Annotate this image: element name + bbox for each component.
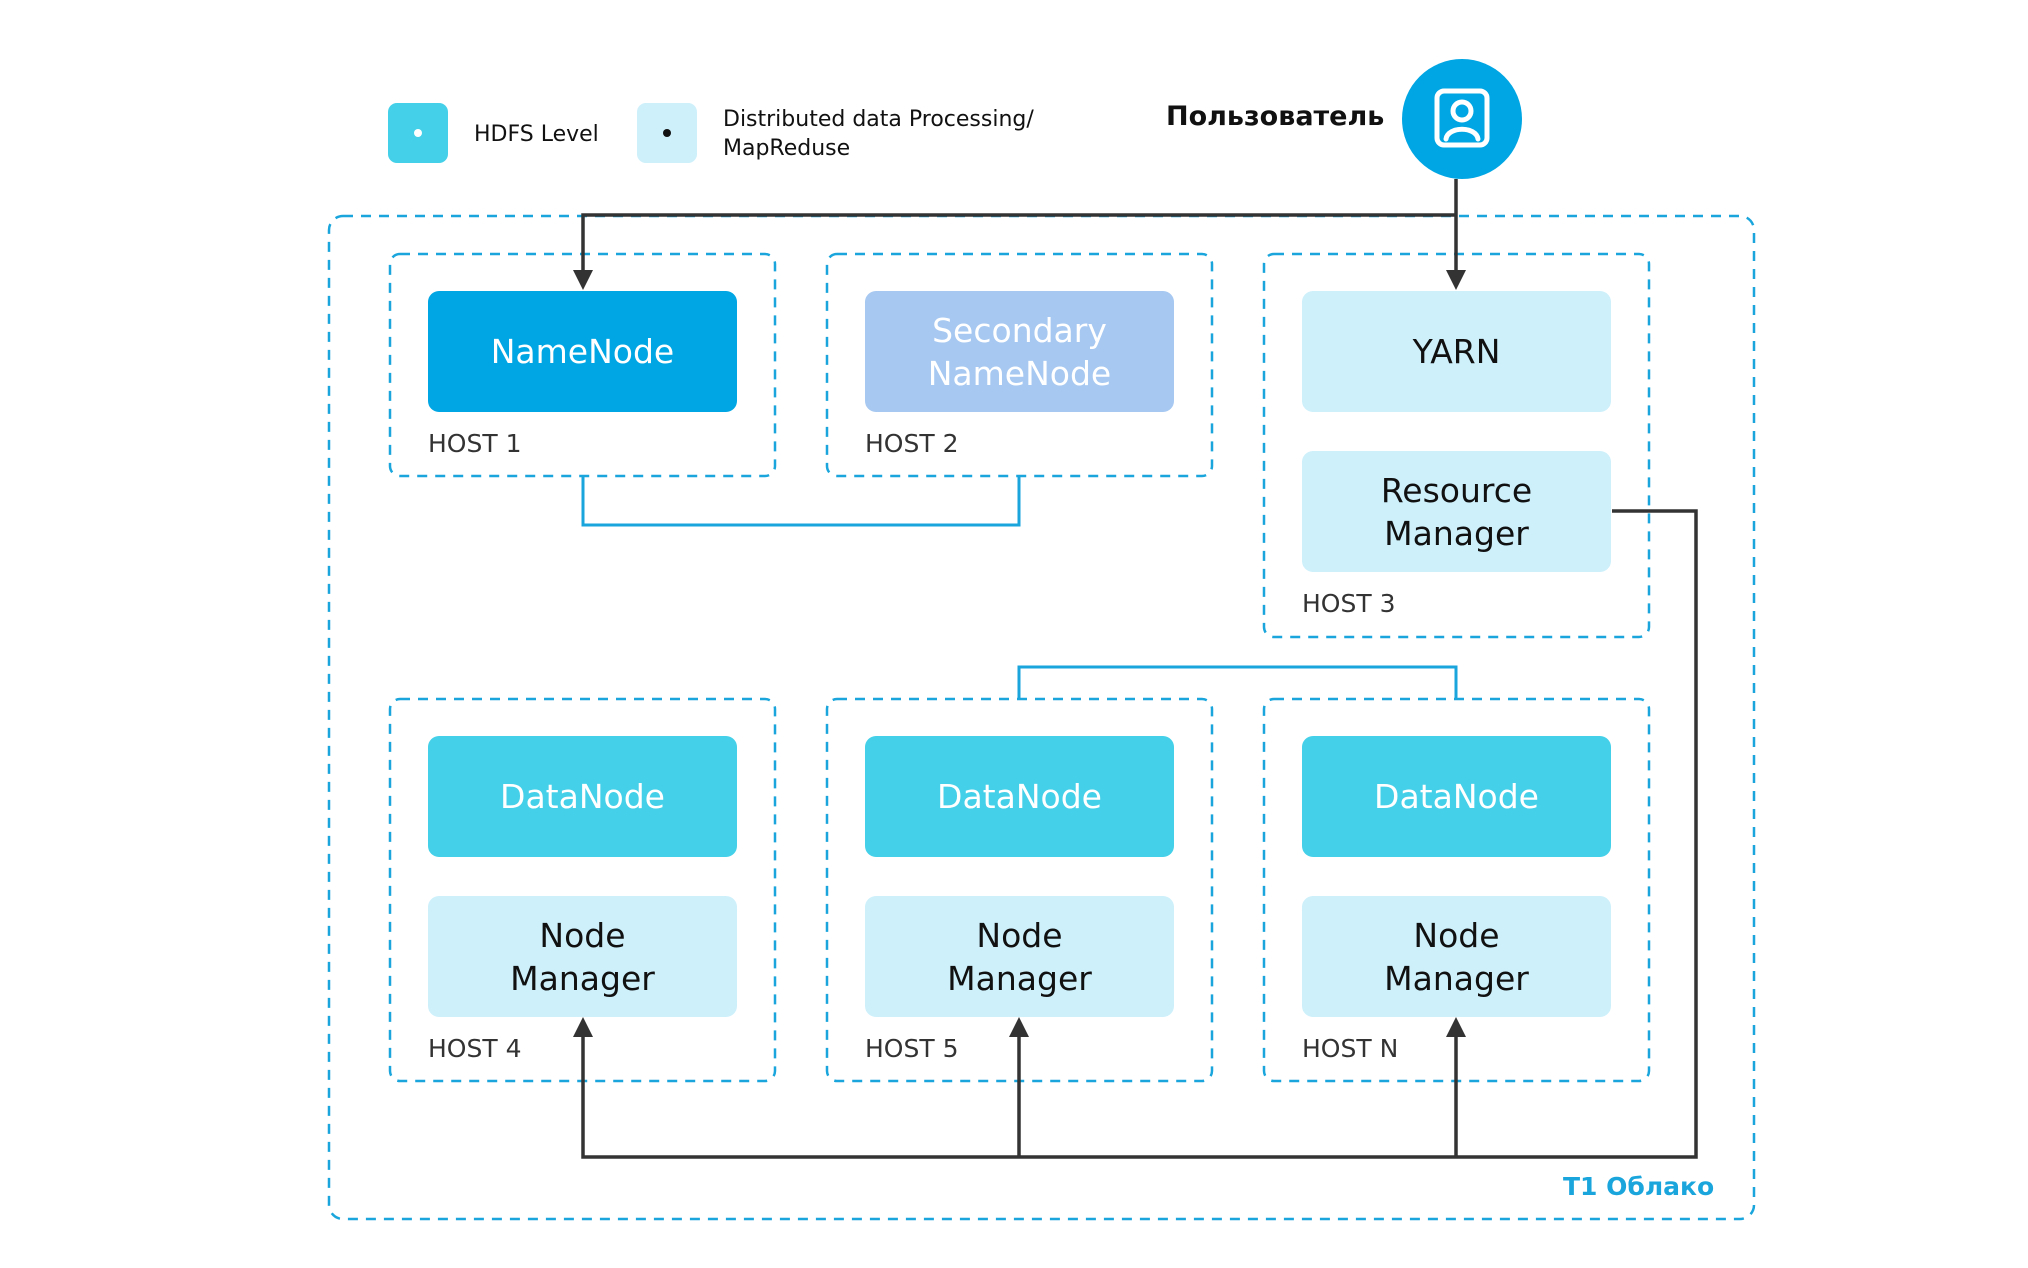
host-5-datanode-box: DataNode bbox=[865, 736, 1174, 857]
legend-processing-label: Distributed data Processing/ MapReduse bbox=[723, 107, 1034, 161]
host-4-node-manager-label: Node Manager bbox=[510, 915, 655, 998]
host-4-node-manager-box: Node Manager bbox=[428, 896, 737, 1017]
legend-hdfs-label: HDFS Level bbox=[474, 122, 599, 147]
host-n-node-manager-label: Node Manager bbox=[1384, 915, 1529, 998]
host-n-label: HOST N bbox=[1302, 1034, 1399, 1063]
host-4-datanode-box: DataNode bbox=[428, 736, 737, 857]
host5-node-manager-arrowhead bbox=[1009, 1017, 1029, 1037]
secondary-namenode-box: Secondary NameNode bbox=[865, 291, 1174, 412]
host-5-node-manager-box: Node Manager bbox=[865, 896, 1174, 1017]
legend-processing-dot bbox=[663, 129, 671, 137]
host5-hostn-link bbox=[1017, 665, 1458, 699]
resource-manager-out-line bbox=[581, 509, 1698, 1159]
host4-node-manager-arrowhead bbox=[573, 1017, 593, 1037]
hostn-node-manager-arrowhead bbox=[1446, 1017, 1466, 1037]
host-2-label: HOST 2 bbox=[865, 429, 959, 458]
yarn-box: YARN bbox=[1302, 291, 1611, 412]
host-3-label: HOST 3 bbox=[1302, 589, 1396, 618]
host-5-node-manager-label: Node Manager bbox=[947, 915, 1092, 998]
host-4-label: HOST 4 bbox=[428, 1034, 522, 1063]
namenode-label: NameNode bbox=[490, 332, 675, 371]
host-5-label: HOST 5 bbox=[865, 1034, 959, 1063]
legend-hdfs-dot bbox=[414, 129, 422, 137]
user-profile-icon bbox=[1434, 88, 1490, 148]
host1-host2-link bbox=[581, 476, 1021, 527]
cloud-border bbox=[327, 214, 1756, 1221]
yarn-arrowhead bbox=[1446, 270, 1466, 290]
host-n-node-manager-box: Node Manager bbox=[1302, 896, 1611, 1017]
cloud-label: T1 Облако bbox=[1563, 1172, 1715, 1201]
namenode-box: NameNode bbox=[428, 291, 737, 412]
host-5-datanode-label: DataNode bbox=[937, 777, 1102, 816]
yarn-label: YARN bbox=[1412, 332, 1501, 371]
host-1-label: HOST 1 bbox=[428, 429, 522, 458]
host-n-datanode-label: DataNode bbox=[1374, 777, 1539, 816]
resource-manager-label: Resource Manager bbox=[1380, 470, 1533, 553]
resource-manager-box: Resource Manager bbox=[1302, 451, 1611, 572]
user-label: Пользователь bbox=[1166, 101, 1385, 132]
legend-hdfs-swatch bbox=[388, 103, 448, 163]
host-4-datanode-label: DataNode bbox=[500, 777, 665, 816]
legend-processing-swatch bbox=[637, 103, 697, 163]
secondary-namenode-label: Secondary NameNode bbox=[927, 310, 1112, 393]
host-n-datanode-box: DataNode bbox=[1302, 736, 1611, 857]
user-avatar bbox=[1402, 59, 1522, 179]
namenode-arrowhead bbox=[573, 270, 593, 290]
user-to-namenode-line bbox=[581, 213, 1456, 272]
